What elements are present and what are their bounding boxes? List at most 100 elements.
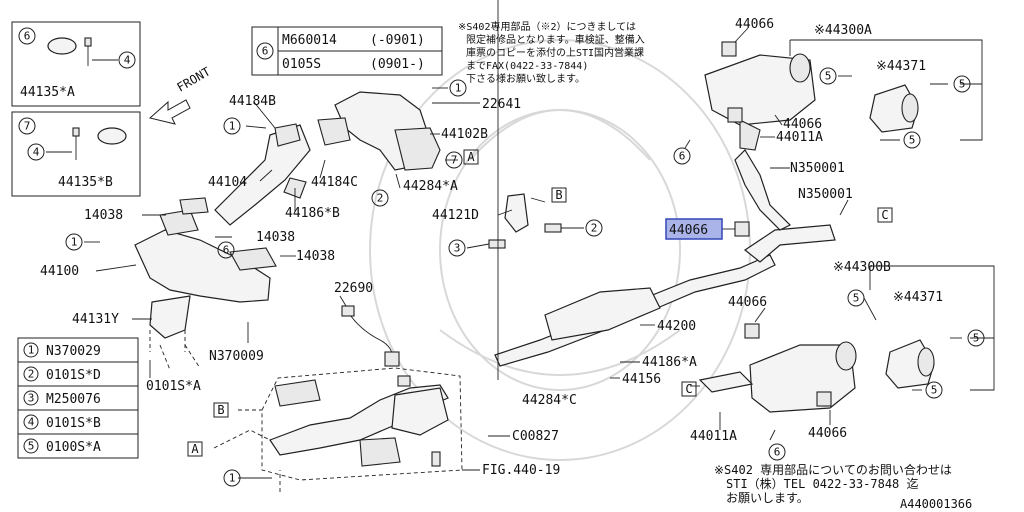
svg-text:N370029: N370029 xyxy=(46,344,101,359)
hanger-44066-highlighted xyxy=(734,221,750,237)
inset-7: 7 4 44135*B xyxy=(11,111,141,197)
heat-shield-upper xyxy=(317,91,441,171)
label-14038-c: 14038 xyxy=(296,249,335,264)
label-44184c: 44184C xyxy=(311,175,358,190)
tail-tip-44371b xyxy=(885,339,935,389)
svg-text:5: 5 xyxy=(853,292,860,305)
label-n350001-b: N350001 xyxy=(798,187,853,202)
part-labels: 44184B 22641 44102B 44104 44184C 44284*A… xyxy=(40,17,943,478)
svg-text:(-0901): (-0901) xyxy=(370,33,425,48)
label-44135a: 44135*A xyxy=(20,85,75,100)
label-44100: 44100 xyxy=(40,264,79,279)
svg-text:(0901-): (0901-) xyxy=(370,57,425,72)
svg-text:2: 2 xyxy=(377,192,384,205)
label-14038-b: 14038 xyxy=(256,230,295,245)
legend-table: 1 N370029 2 0101S*D 3 M250076 4 0101S*B … xyxy=(17,337,139,459)
label-c00827: C00827 xyxy=(512,429,559,444)
svg-text:5: 5 xyxy=(825,70,832,83)
label-44121d: 44121D xyxy=(432,208,479,223)
svg-text:0105S: 0105S xyxy=(282,57,321,72)
muffler-44300b xyxy=(698,323,857,413)
label-44011a-top: 44011A xyxy=(776,130,823,145)
circled-refs: 1 1 7 2 6 1 3 2 1 5 5 5 6 5 5 5 6 xyxy=(65,67,985,487)
label-44066-highlight: 44066 xyxy=(669,223,708,238)
label-44300a: ※44300A xyxy=(814,23,872,38)
svg-text:お願いします。: お願いします。 xyxy=(726,491,809,505)
label-44066-c: 44066 xyxy=(728,295,767,310)
svg-text:B: B xyxy=(555,188,562,202)
label-44131y: 44131Y xyxy=(72,312,119,327)
tail-tip-44371a xyxy=(869,84,919,133)
svg-text:M660014: M660014 xyxy=(282,33,337,48)
svg-text:B: B xyxy=(217,403,224,417)
leader-lines xyxy=(84,0,962,479)
label-44011a-bottom: 44011A xyxy=(690,429,737,444)
inset-6: 6 4 44135*A xyxy=(11,21,141,107)
muffler-44300a xyxy=(704,41,816,231)
exhaust-manifold-44100 xyxy=(134,197,277,303)
group-brackets xyxy=(789,39,995,391)
label-44200: 44200 xyxy=(657,319,696,334)
svg-text:4: 4 xyxy=(124,54,131,67)
svg-text:7: 7 xyxy=(24,120,31,133)
svg-text:1: 1 xyxy=(455,82,462,95)
svg-text:下さる様お願い致します。: 下さる様お願い致します。 xyxy=(466,72,585,85)
label-fig-440-19: FIG.440-19 xyxy=(482,463,560,478)
svg-text:※S402 専用部品についてのお問い合わせは: ※S402 専用部品についてのお問い合わせは xyxy=(714,462,952,477)
svg-text:6: 6 xyxy=(262,45,269,58)
label-44066-b: 44066 xyxy=(783,117,822,132)
label-44284c: 44284*C xyxy=(522,393,577,408)
svg-text:5: 5 xyxy=(909,134,916,147)
svg-text:5: 5 xyxy=(931,384,938,397)
label-n350001-a: N350001 xyxy=(790,161,845,176)
bottom-note: ※S402 専用部品についてのお問い合わせは STI（株）TEL 0422-33… xyxy=(714,462,972,511)
svg-text:STI（株）TEL 0422-33-7848 迄: STI（株）TEL 0422-33-7848 迄 xyxy=(726,476,919,491)
svg-text:6: 6 xyxy=(223,244,230,257)
center-pipe-assembly xyxy=(261,367,463,481)
o2-sensor-22690 xyxy=(341,305,400,367)
front-arrow: FRONT xyxy=(148,64,213,125)
bracket-44131y xyxy=(149,295,191,352)
svg-text:2: 2 xyxy=(591,222,598,235)
svg-text:※S402専用部品（※2）につきましては: ※S402専用部品（※2）につきましては xyxy=(458,20,636,33)
ref6-table: 6 M660014 (-0901) 0105S (0901-) xyxy=(251,26,443,76)
bracket-44121d xyxy=(488,193,562,249)
box-letters: A B C B A C xyxy=(187,149,893,457)
label-44300b: ※44300B xyxy=(833,260,891,275)
svg-text:3: 3 xyxy=(28,392,35,405)
svg-text:C: C xyxy=(685,382,692,396)
label-44371-a: ※44371 xyxy=(876,59,926,74)
svg-text:5: 5 xyxy=(973,332,980,345)
mid-pipe-44200 xyxy=(494,224,836,367)
label-n370009: N370009 xyxy=(209,349,264,364)
label-44184b: 44184B xyxy=(229,94,276,109)
reference-dashes xyxy=(159,344,281,492)
label-44371-b: ※44371 xyxy=(893,290,943,305)
svg-text:3: 3 xyxy=(454,242,461,255)
svg-text:C: C xyxy=(881,208,888,222)
svg-text:A: A xyxy=(467,150,475,164)
svg-text:M250076: M250076 xyxy=(46,392,101,407)
svg-text:までFAX(0422-33-7844): までFAX(0422-33-7844) xyxy=(466,60,588,72)
svg-text:1: 1 xyxy=(229,472,236,485)
label-22690: 22690 xyxy=(334,281,373,296)
svg-text:2: 2 xyxy=(28,368,35,381)
highlight-44066 xyxy=(665,218,723,240)
label-0101s-a: 0101S*A xyxy=(146,379,201,394)
svg-text:0100S*A: 0100S*A xyxy=(46,440,101,455)
doc-code: A440001366 xyxy=(900,497,972,511)
clamp-44135a xyxy=(47,37,77,55)
label-14038-a: 14038 xyxy=(84,208,123,223)
svg-text:FRONT: FRONT xyxy=(175,64,213,94)
svg-text:限定補修品となります。車検証、整備入: 限定補修品となります。車検証、整備入 xyxy=(466,33,645,46)
svg-text:A: A xyxy=(191,442,199,456)
label-44186b: 44186*B xyxy=(285,206,340,221)
label-22641: 22641 xyxy=(482,97,521,112)
svg-text:5: 5 xyxy=(28,440,35,453)
top-note: ※S402専用部品（※2）につきましては 限定補修品となります。車検証、整備入 … xyxy=(458,20,645,85)
svg-text:1: 1 xyxy=(229,120,236,133)
label-44284a: 44284*A xyxy=(403,179,458,194)
svg-text:6: 6 xyxy=(774,446,781,459)
svg-text:0101S*B: 0101S*B xyxy=(46,416,101,431)
